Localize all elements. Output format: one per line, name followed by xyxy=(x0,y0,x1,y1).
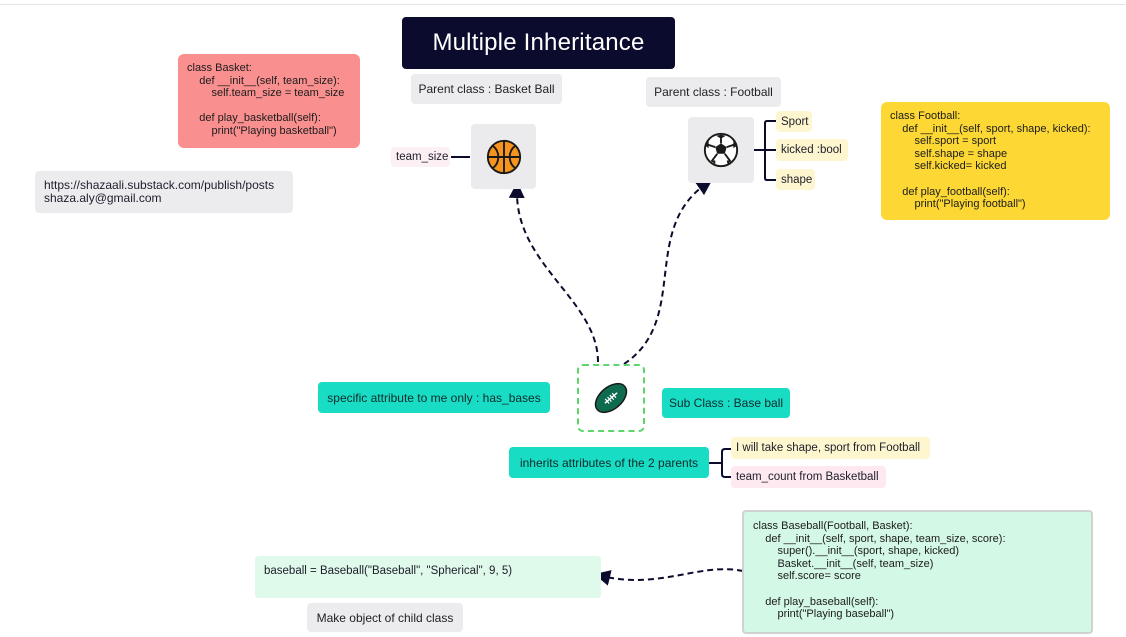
soccer-ball-icon xyxy=(703,132,739,168)
football-parent-label: Parent class : Football xyxy=(646,77,781,107)
subclass-label: Sub Class : Base ball xyxy=(662,388,790,418)
football-class-code: class Football: def __init__(self, sport… xyxy=(881,102,1110,220)
team-size-chip: team_size xyxy=(391,147,450,167)
top-divider xyxy=(0,4,1126,5)
football-attr-kicked: kicked :bool xyxy=(776,139,848,161)
basket-parent-label: Parent class : Basket Ball xyxy=(411,74,562,104)
inherits-label: inherits attributes of the 2 parents xyxy=(509,447,709,478)
inherit-item-basketball: team_count from Basketball xyxy=(731,466,886,488)
contact-box: https://shazaali.substack.com/publish/po… xyxy=(35,171,293,213)
football-attr-bracket xyxy=(754,120,777,181)
inherit-arrow-football xyxy=(623,179,713,365)
football-node xyxy=(688,117,754,183)
contact-url[interactable]: https://shazaali.substack.com/publish/po… xyxy=(44,178,275,192)
object-label: Make object of child class xyxy=(307,603,463,632)
baseball-subclass-node xyxy=(577,364,645,432)
specific-attribute-label: specific attribute to me only : has_base… xyxy=(318,382,550,413)
basketball-icon xyxy=(486,139,521,174)
rugby-ball-icon xyxy=(594,382,628,414)
football-attr-shape: shape xyxy=(776,169,815,190)
inherit-arrow-basket xyxy=(508,182,599,363)
object-creation-code: baseball = Baseball("Baseball", "Spheric… xyxy=(255,556,601,598)
baseball-class-code: class Baseball(Football, Basket): def __… xyxy=(742,510,1093,634)
inherit-item-football: I will take shape, sport from Football xyxy=(731,437,930,459)
inherits-bracket xyxy=(709,448,732,478)
object-arrow xyxy=(594,568,744,586)
basketball-node xyxy=(471,124,536,189)
contact-email[interactable]: shaza.aly@gmail.com xyxy=(44,191,162,205)
page-title: Multiple Inheritance xyxy=(402,17,675,69)
football-attr-sport: Sport xyxy=(776,111,812,132)
basket-class-code: class Basket: def __init__(self, team_si… xyxy=(178,54,360,148)
